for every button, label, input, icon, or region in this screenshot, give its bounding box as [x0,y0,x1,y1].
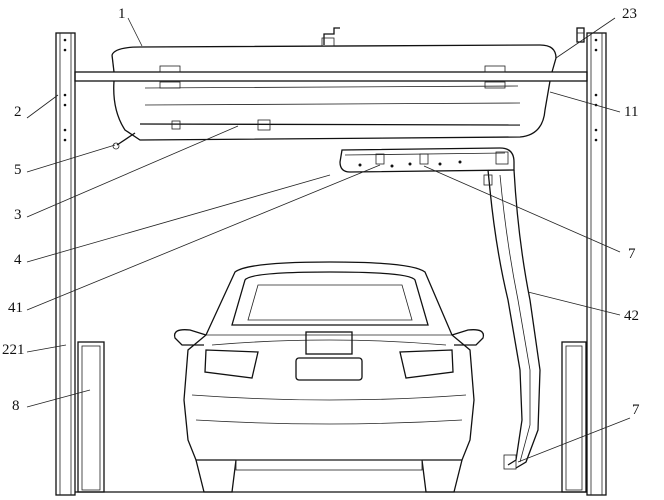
top-beam [74,71,588,82]
label-1: 1 [118,6,126,22]
left-column [55,32,76,496]
label-4: 4 [14,252,22,268]
label-23: 23 [622,6,637,22]
label-42: 42 [624,308,639,324]
label-3: 3 [14,207,22,223]
label-7-upper: 7 [628,246,636,262]
label-8: 8 [12,398,20,414]
label-221: 221 [2,342,25,358]
leader-lines [26,17,631,463]
top-housing [111,27,557,150]
label-2: 2 [14,104,22,120]
side-brush-arm [339,147,541,470]
left-floor-guide [77,341,105,493]
label-7-lower: 7 [632,402,640,418]
right-column [576,27,607,496]
label-5: 5 [14,162,22,178]
right-floor-guide [561,341,587,493]
label-11: 11 [624,104,638,120]
car [75,261,587,493]
label-41: 41 [8,300,23,316]
